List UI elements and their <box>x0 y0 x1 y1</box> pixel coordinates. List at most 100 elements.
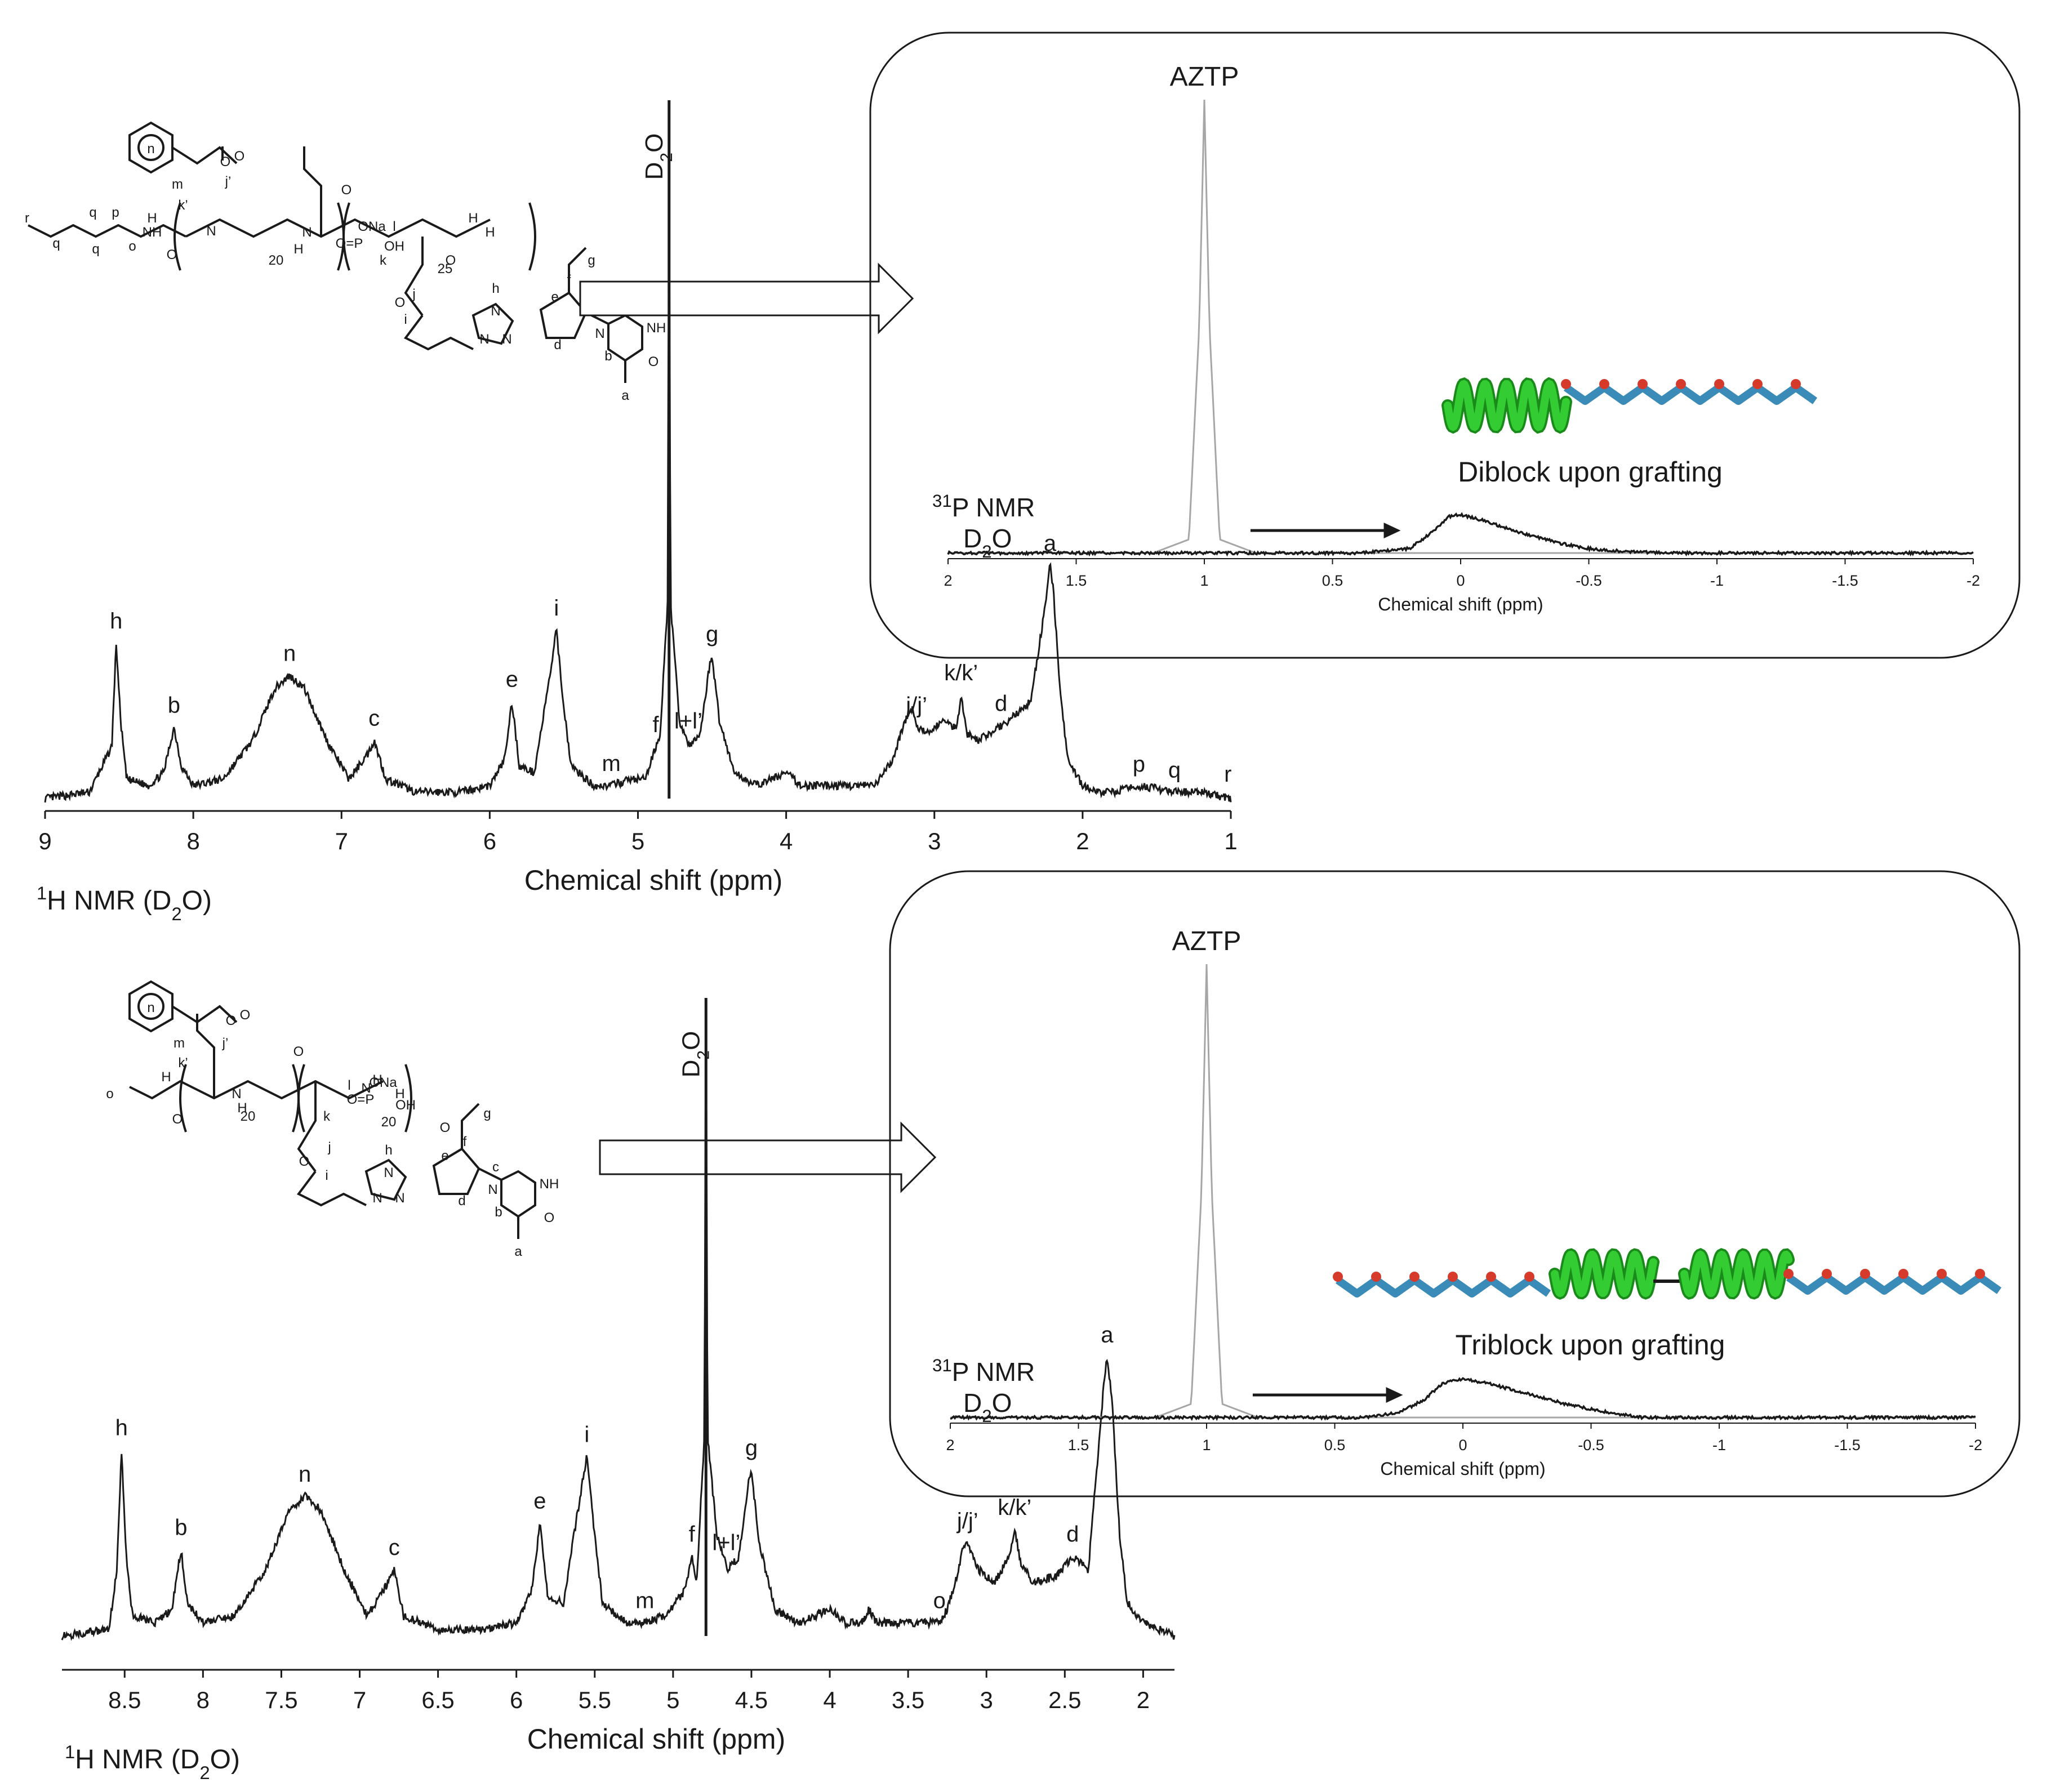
peak-label: l+l’ <box>674 708 702 733</box>
structure-1-atom: N <box>502 332 511 347</box>
structure-1-atom: a <box>621 388 629 403</box>
x-tick-label: -1.5 <box>1834 1437 1861 1454</box>
chemical-structure-triblock <box>128 980 536 1239</box>
peak-label: d <box>995 692 1007 716</box>
peak-label: g <box>745 1436 758 1460</box>
peak-label: i <box>554 596 559 621</box>
x-tick-label: 0.5 <box>1322 572 1343 589</box>
peak-label: h <box>115 1416 128 1441</box>
corner-label-end: O) <box>182 886 212 916</box>
p31-nmr-label: 31P NMR <box>932 491 1035 523</box>
diblock-helix-illustration <box>1441 377 1818 434</box>
side-group-bead <box>1860 1269 1870 1279</box>
peak-label: f <box>653 712 660 737</box>
x-tick-label: 7 <box>353 1687 366 1713</box>
peak-label: k/k’ <box>998 1495 1031 1520</box>
peak-label: j/j’ <box>905 693 927 718</box>
peak-label: a <box>1044 531 1057 556</box>
structure-1-atom: O=P <box>336 236 363 251</box>
x-tick-label: 8 <box>186 828 199 854</box>
x-tick-label: 7.5 <box>265 1687 297 1713</box>
structure-2-atom: N <box>384 1165 393 1180</box>
x-tick-label: 1 <box>1200 572 1208 589</box>
structure-1-atom: O <box>395 295 406 310</box>
structure-2-atom: 20 <box>381 1115 397 1130</box>
structure-2-atom: O <box>240 1008 251 1023</box>
x-tick-label: 4 <box>823 1687 836 1713</box>
side-group-bead <box>1561 379 1571 389</box>
structure-1-atom: O <box>341 182 352 198</box>
triblock-helix-illustration <box>1333 1248 2002 1300</box>
alpha-helix <box>1680 1250 1792 1298</box>
structure-1-atom: 25 <box>438 261 453 277</box>
side-group-bead <box>1638 379 1648 389</box>
corner-label-sup: 1 <box>37 882 47 903</box>
structure-1-atom: N <box>491 304 500 319</box>
structure-2-atom: e <box>441 1148 448 1164</box>
structure-1-atom: N <box>595 326 604 341</box>
structure-1-atom: d <box>554 337 561 353</box>
structure-2-atom: O <box>299 1154 310 1169</box>
structure-1-atom: N <box>479 332 489 347</box>
solvent-label: D2O <box>640 133 676 180</box>
x-tick-label: 7 <box>335 828 348 854</box>
structure-2-atom: O <box>440 1120 451 1135</box>
side-group-bead <box>1676 379 1686 389</box>
x-tick-label: 9 <box>38 828 51 854</box>
structure-2-atom: d <box>458 1193 465 1209</box>
structure-1-atom: O <box>648 354 659 369</box>
structure-2-atom: NH <box>540 1176 559 1192</box>
structure-2-atom: n <box>147 1000 154 1015</box>
grafted-series-line <box>950 1377 1976 1421</box>
structure-2-atom: N <box>488 1182 497 1197</box>
peak-label: n <box>283 641 296 666</box>
x-tick-label: 2 <box>1076 828 1089 854</box>
structure-2-atom: H <box>395 1086 404 1102</box>
structure-1-atom: i <box>404 312 407 327</box>
solvent-d: D <box>963 1388 982 1417</box>
x-axis-title: Chemical shift (ppm) <box>1380 1459 1545 1479</box>
structure-1-atom: H <box>468 211 478 226</box>
peak-label: e <box>533 1488 546 1513</box>
side-group-bead <box>1975 1269 1985 1279</box>
structure-2-atom: k’ <box>178 1055 188 1071</box>
structure-2-atom: H <box>372 1072 382 1087</box>
peak-label: k/k’ <box>944 661 978 685</box>
structure-2-atom: m <box>173 1036 185 1051</box>
side-group-bead <box>1599 379 1609 389</box>
peak-label: q <box>1168 758 1181 783</box>
peak-label: n <box>299 1462 311 1487</box>
side-group-bead <box>1448 1272 1458 1282</box>
x-tick-label: 6 <box>483 828 496 854</box>
inset-box-top <box>869 32 2021 659</box>
solvent-label-sub: 2 <box>694 1050 713 1060</box>
structure-1-atom: H <box>147 211 157 226</box>
shift-arrow-head <box>1386 1387 1403 1403</box>
structure-2-atom: o <box>106 1086 113 1102</box>
structure-1-atom: O <box>446 253 456 268</box>
x-tick-label: 5 <box>666 1687 679 1713</box>
grafting-annotation: Triblock upon grafting <box>1456 1329 1725 1361</box>
structure-1-atom: j <box>412 287 415 302</box>
structure-2-atom: l <box>348 1078 350 1093</box>
structure-1-atom: O <box>234 149 245 164</box>
structure-2-atom: N <box>372 1191 382 1206</box>
structure-2-atom: c <box>492 1160 499 1175</box>
peak-label: a <box>1101 1322 1114 1347</box>
structure-2-atom: g <box>483 1106 491 1121</box>
structure-1-atom: OH <box>384 239 404 254</box>
side-group-bead <box>1714 379 1724 389</box>
structure-1-atom: o <box>128 239 136 254</box>
solvent-sub: 2 <box>982 542 991 561</box>
polymer-chain <box>1563 384 1818 405</box>
structure-1-atom: k’ <box>178 198 188 213</box>
x-tick-label: 1 <box>1202 1437 1211 1454</box>
corner-label-main: H NMR (D <box>75 1745 199 1775</box>
structure-1-atom: O <box>220 154 231 170</box>
structure-2-atom: O=P <box>347 1092 375 1107</box>
corner-label-sub: 2 <box>171 903 181 924</box>
peak-label: r <box>1224 762 1231 787</box>
structure-1-atom: q <box>52 236 60 251</box>
x-tick-label: 6 <box>510 1687 523 1713</box>
